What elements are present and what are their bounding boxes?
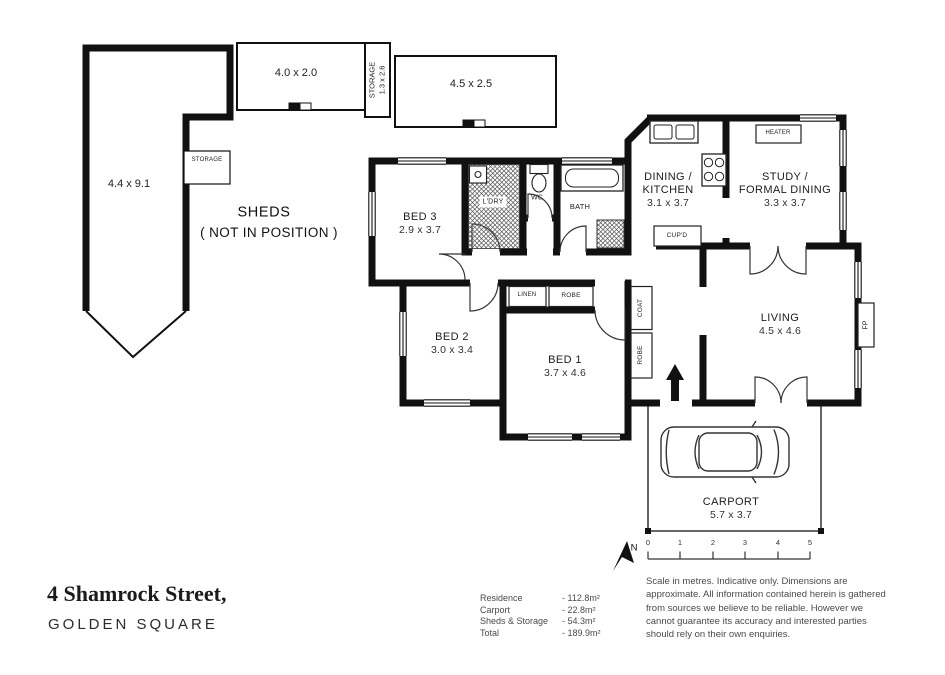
scale-tick-3: 3 bbox=[742, 538, 748, 547]
room-dims-dining: 3.1 x 3.7 bbox=[646, 197, 690, 210]
shower-icon bbox=[596, 219, 625, 249]
robe-hall-label: ROBE bbox=[561, 291, 581, 299]
house-walls bbox=[368, 114, 862, 441]
robe-entry-label: ROBE bbox=[636, 345, 644, 365]
coat-label: COAT bbox=[636, 298, 644, 318]
address-line1: 4 Shamrock Street, bbox=[47, 581, 227, 606]
shed-storage-box bbox=[183, 150, 231, 185]
area-value: - 22.8m² bbox=[562, 604, 596, 615]
sheds-note-line2: ( NOT IN POSITION ) bbox=[200, 225, 338, 241]
car-icon bbox=[660, 420, 790, 484]
shed-tall-label-line1: STORAGE bbox=[367, 61, 377, 99]
fireplace-label: FP bbox=[862, 320, 870, 330]
scale-bar bbox=[647, 551, 811, 560]
area-value: - 189.9m² bbox=[562, 627, 601, 638]
coat-box bbox=[630, 285, 653, 331]
area-label: Total bbox=[480, 627, 500, 638]
room-label-study-2: FORMAL DINING bbox=[738, 183, 832, 196]
area-row-carport: Carport - 22.8m² bbox=[480, 605, 601, 617]
stove-icon bbox=[701, 153, 727, 187]
area-row-sheds: Sheds & Storage - 54.3m² bbox=[480, 616, 601, 628]
fireplace-box bbox=[857, 302, 875, 348]
laundry-trough-icon bbox=[468, 165, 488, 184]
scale-tick-4: 4 bbox=[775, 538, 781, 547]
heater-label: HEATER bbox=[765, 130, 791, 137]
room-label-bed1: BED 1 bbox=[548, 353, 582, 366]
linen-box bbox=[508, 285, 547, 308]
cupboard-label: CUP'D bbox=[666, 231, 688, 239]
area-row-total: Total - 189.9m² bbox=[480, 628, 601, 640]
heater-box bbox=[755, 124, 802, 144]
toilet-icon bbox=[529, 163, 549, 193]
carport-outline bbox=[645, 406, 824, 534]
north-arrow-icon bbox=[613, 541, 634, 571]
area-value: - 112.8m² bbox=[562, 593, 600, 603]
disclaimer-text: Scale in metres. Indicative only. Dimens… bbox=[646, 576, 886, 641]
robe2-box bbox=[630, 332, 653, 379]
room-label-carport: CARPORT bbox=[702, 495, 760, 508]
shed-storage-label: STORAGE bbox=[191, 157, 223, 164]
shed-tall-label: STORAGE 1.3 x 2.6 bbox=[367, 62, 387, 99]
area-label: Residence bbox=[480, 593, 523, 603]
windows bbox=[368, 114, 862, 441]
shed-tall-outline bbox=[364, 42, 391, 118]
shed-right-outline bbox=[394, 55, 557, 128]
cupboard-box bbox=[653, 225, 702, 247]
area-table: Residence - 112.8m² Carport - 22.8m² She… bbox=[480, 593, 601, 639]
room-label-ldry: L'DRY bbox=[479, 196, 507, 208]
room-label-living: LIVING bbox=[760, 311, 800, 324]
bathtub-icon bbox=[560, 164, 624, 192]
room-dims-living: 4.5 x 4.6 bbox=[758, 325, 802, 338]
room-label-dining-1: DINING / bbox=[644, 170, 692, 183]
scale-tick-1: 1 bbox=[677, 538, 683, 547]
room-label-study-1: STUDY / bbox=[762, 170, 808, 183]
address-line2: GOLDEN SQUARE bbox=[48, 616, 218, 633]
robe-box bbox=[548, 285, 594, 308]
room-dims-bed2: 3.0 x 3.4 bbox=[430, 344, 474, 357]
room-dims-bed1: 3.7 x 4.6 bbox=[543, 367, 587, 380]
area-label: Sheds & Storage bbox=[480, 616, 549, 626]
room-label-bed2: BED 2 bbox=[435, 330, 469, 343]
area-row-residence: Residence - 112.8m² bbox=[480, 593, 601, 605]
shed-large-dims: 4.4 x 9.1 bbox=[107, 177, 151, 190]
room-label-dining-2: KITCHEN bbox=[642, 183, 694, 196]
scale-tick-2: 2 bbox=[710, 538, 716, 547]
kitchen-sink-icon bbox=[649, 120, 699, 144]
north-label: N bbox=[630, 542, 638, 554]
sheds-note-line1: SHEDS bbox=[237, 204, 291, 221]
scale-tick-0: 0 bbox=[645, 538, 651, 547]
linen-label: LINEN bbox=[517, 292, 537, 299]
room-dims-study: 3.3 x 3.7 bbox=[763, 197, 807, 210]
shed-tall-label-line2: 1.3 x 2.6 bbox=[377, 65, 386, 95]
room-label-wc: WC bbox=[530, 194, 544, 202]
room-dims-bed3: 2.9 x 3.7 bbox=[398, 224, 442, 237]
area-label: Carport bbox=[480, 604, 511, 615]
room-label-bed3: BED 3 bbox=[403, 210, 437, 223]
room-label-bath: BATH bbox=[566, 201, 594, 213]
shed-right-dims: 4.5 x 2.5 bbox=[449, 77, 493, 90]
shed-large-outline bbox=[82, 44, 234, 359]
entry-arrow-icon bbox=[666, 364, 684, 401]
cabinet-boxes bbox=[508, 124, 875, 379]
scale-tick-5: 5 bbox=[807, 538, 813, 547]
area-value: - 54.3m² bbox=[562, 616, 596, 626]
room-dims-carport: 5.7 x 3.7 bbox=[709, 509, 753, 522]
shed-mid-dims: 4.0 x 2.0 bbox=[274, 66, 318, 79]
